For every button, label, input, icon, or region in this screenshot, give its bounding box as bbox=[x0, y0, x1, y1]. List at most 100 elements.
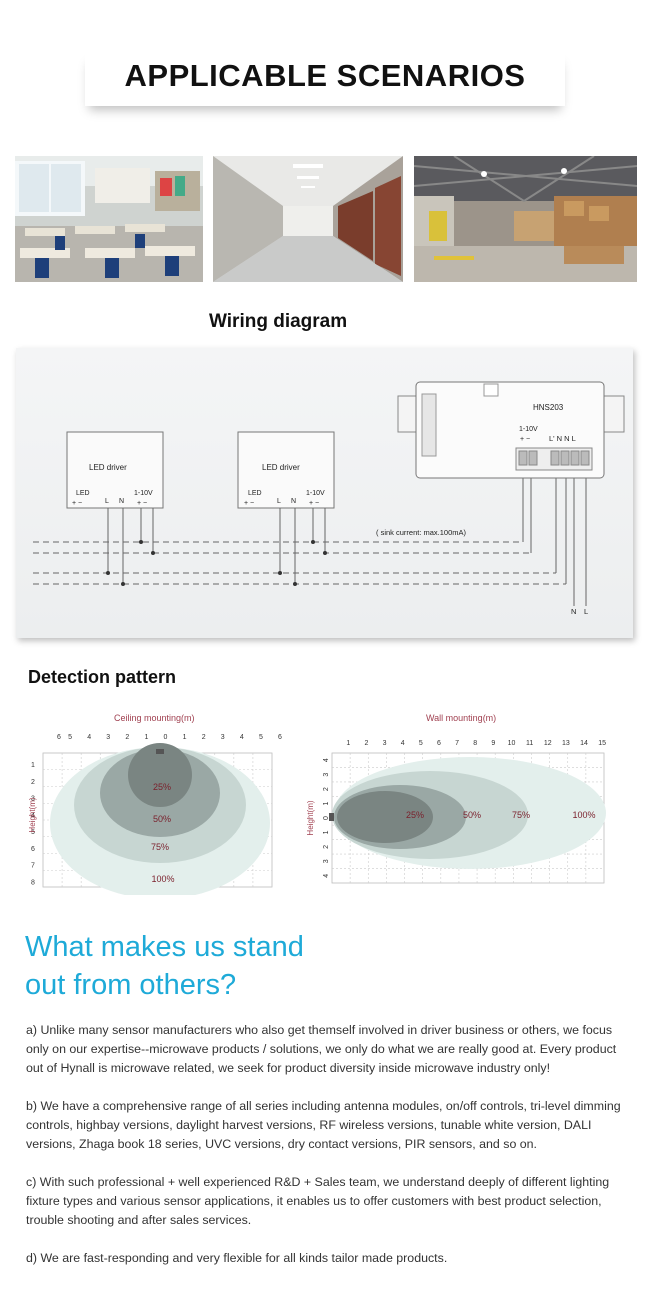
ceiling-y-tick: 8 bbox=[31, 879, 35, 886]
wall-x-tick: 11 bbox=[526, 740, 533, 747]
ceiling-y-tick: 4 bbox=[31, 812, 35, 819]
driver1-dim-polarity: + − bbox=[137, 500, 148, 507]
wall-x-tick: 4 bbox=[401, 740, 405, 747]
driver2-n-label: N bbox=[291, 498, 297, 505]
wall-y-tick: 4 bbox=[323, 758, 330, 762]
driver2-led-label: LED bbox=[248, 490, 262, 497]
driver2-dim-polarity: + − bbox=[309, 500, 320, 507]
wall-x-tick: 12 bbox=[544, 740, 552, 747]
wall-level-label: 25% bbox=[406, 810, 424, 820]
driver1-name: LED driver bbox=[89, 463, 127, 472]
wall-x-tick: 2 bbox=[365, 740, 369, 747]
mains-l-label: L bbox=[584, 607, 589, 616]
standout-paragraph-d: d) We are fast-responding and very flexi… bbox=[26, 1251, 448, 1265]
sensor-dim-label: 1-10V bbox=[519, 426, 538, 433]
wall-x-tick: 9 bbox=[491, 740, 495, 747]
wall-y-tick: 0 bbox=[323, 816, 330, 820]
ceiling-y-tick: 1 bbox=[31, 762, 35, 769]
ceiling-x-tick: 6 bbox=[278, 734, 282, 741]
standout-title-line2: out from others? bbox=[25, 969, 237, 1001]
ceiling-x-tick: 1 bbox=[183, 734, 187, 741]
wall-x-tick: 15 bbox=[598, 740, 606, 747]
wall-x-tick: 5 bbox=[419, 740, 423, 747]
ceiling-x-tick: 5 bbox=[259, 734, 263, 741]
standout-paragraph-c: c) With such professional + well experie… bbox=[26, 1175, 610, 1227]
ceiling-zone-25 bbox=[128, 743, 192, 807]
ceiling-x-tick: 3 bbox=[106, 734, 110, 741]
wall-y-tick: 3 bbox=[323, 859, 330, 863]
ceiling-y-tick: 7 bbox=[31, 863, 35, 870]
wall-y-tick: 3 bbox=[323, 773, 330, 777]
wall-x-tick: 3 bbox=[383, 740, 387, 747]
wall-x-tick: 14 bbox=[580, 740, 588, 747]
standout-title-line1: What makes us stand bbox=[25, 931, 304, 963]
ceiling-x-tick: 4 bbox=[87, 734, 91, 741]
ceiling-level-label: 25% bbox=[153, 782, 171, 792]
warehouse-photo bbox=[414, 156, 637, 282]
driver2-led-polarity: + − bbox=[244, 500, 255, 507]
wall-level-label: 75% bbox=[512, 810, 530, 820]
standout-paragraph-a: a) Unlike many sensor manufacturers who … bbox=[26, 1023, 617, 1075]
wall-y-tick: 2 bbox=[323, 845, 330, 849]
wall-x-tick: 8 bbox=[473, 740, 477, 747]
wiring-diagram-title: Wiring diagram bbox=[209, 311, 348, 332]
driver1-l-label: L bbox=[105, 498, 109, 505]
wall-x-tick: 6 bbox=[437, 740, 441, 747]
wall-x-tick: 13 bbox=[562, 740, 570, 747]
sensor-model: HNS203 bbox=[533, 403, 564, 412]
wall-x-tick: 10 bbox=[508, 740, 516, 747]
ceiling-y-axis-label: Height(m) bbox=[28, 797, 37, 832]
wall-y-tick: 2 bbox=[323, 787, 330, 791]
ceiling-chart-title: Ceiling mounting(m) bbox=[114, 713, 195, 723]
driver2-name: LED driver bbox=[262, 463, 300, 472]
sensor-dim-polarity: + − bbox=[520, 436, 531, 443]
ceiling-x-tick: 5 bbox=[68, 734, 72, 741]
ceiling-y-tick: 5 bbox=[31, 829, 35, 836]
standout-title: What makes us stand out from others? bbox=[25, 928, 445, 1004]
ceiling-y-tick: 6 bbox=[31, 846, 35, 853]
driver2-dim-label: 1-10V bbox=[306, 490, 325, 497]
ceiling-x-tick: 2 bbox=[125, 734, 129, 741]
standout-paragraph-b: b) We have a comprehensive range of all … bbox=[26, 1099, 621, 1151]
ceiling-x-tick: 2 bbox=[202, 734, 206, 741]
detection-pattern-title: Detection pattern bbox=[28, 667, 177, 687]
ceiling-x-tick: 0 bbox=[164, 734, 168, 741]
wall-sensor-icon bbox=[329, 813, 334, 821]
wall-x-tick: 1 bbox=[346, 740, 350, 747]
mains-n-label: N bbox=[571, 607, 577, 616]
wall-y-axis-label: Height(m) bbox=[306, 800, 315, 835]
title-banner bbox=[85, 52, 565, 106]
ceiling-sensor-icon bbox=[156, 749, 164, 754]
wall-level-label: 100% bbox=[572, 810, 595, 820]
corridor-photo bbox=[213, 156, 403, 282]
ceiling-level-label: 75% bbox=[151, 842, 169, 852]
wall-chart-title: Wall mounting(m) bbox=[426, 713, 497, 723]
ceiling-level-label: 50% bbox=[153, 814, 171, 824]
classroom-photo bbox=[15, 156, 203, 282]
wall-x-tick: 7 bbox=[455, 740, 459, 747]
wall-zone-25 bbox=[337, 791, 433, 843]
ceiling-x-tick: 3 bbox=[221, 734, 225, 741]
wiring-lines bbox=[33, 381, 625, 606]
sensor-terminals: L' N N L bbox=[549, 434, 576, 443]
ceiling-y-tick: 2 bbox=[31, 779, 35, 786]
ceiling-x-tick: 6 bbox=[57, 734, 61, 741]
wiring-diagram: LED driver LED + − L N 1-10V + − LED dri… bbox=[16, 348, 633, 638]
ceiling-level-label: 100% bbox=[151, 874, 174, 884]
driver1-dim-label: 1-10V bbox=[134, 490, 153, 497]
sink-current-note: ( sink current: max.100mA) bbox=[376, 528, 467, 537]
page-title: APPLICABLE SCENARIOS bbox=[124, 58, 526, 93]
ceiling-y-tick: 3 bbox=[31, 796, 35, 803]
driver1-led-polarity: + − bbox=[72, 500, 83, 507]
wall-y-tick: 1 bbox=[323, 830, 330, 834]
wall-level-label: 50% bbox=[463, 810, 481, 820]
driver2-l-label: L bbox=[277, 498, 281, 505]
driver1-led-label: LED bbox=[76, 490, 90, 497]
ceiling-x-tick: 4 bbox=[240, 734, 244, 741]
wall-y-tick: 4 bbox=[323, 874, 330, 878]
driver1-n-label: N bbox=[119, 498, 125, 505]
ceiling-x-tick: 1 bbox=[144, 734, 148, 741]
wall-y-tick: 1 bbox=[323, 802, 330, 806]
